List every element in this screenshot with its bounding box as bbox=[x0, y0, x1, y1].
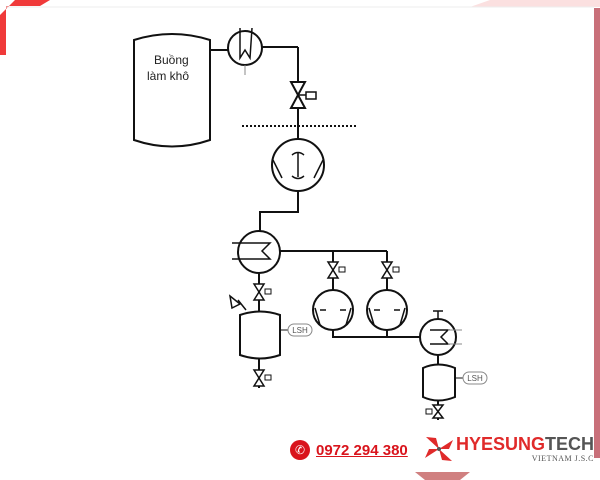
pinwheel-logo-icon bbox=[425, 437, 453, 461]
brand-name-part2: TECH bbox=[545, 434, 595, 454]
brand-name-part1: HYESUNG bbox=[456, 434, 546, 454]
phone-icon: ✆ bbox=[290, 440, 310, 460]
valve-branch-2 bbox=[380, 261, 394, 279]
condenser-2 bbox=[237, 230, 281, 274]
level-switch-1 bbox=[287, 323, 313, 337]
drying-chamber-tank bbox=[133, 33, 211, 148]
lsh-label-1: LSH bbox=[292, 326, 308, 335]
brand-subtitle: VIETNAM J.S.C bbox=[531, 454, 595, 463]
condenser-3 bbox=[419, 318, 457, 356]
chamber-label-line1: Buồng bbox=[154, 53, 189, 67]
corner-accent-top-right bbox=[470, 0, 600, 7]
chamber-label-line2: làm khô bbox=[147, 69, 189, 83]
receiver-tank-2 bbox=[422, 363, 456, 402]
drain-valve-2 bbox=[431, 404, 445, 419]
receiver-tank-1 bbox=[239, 310, 281, 360]
coil-symbol bbox=[239, 27, 253, 61]
brand-logo: HYESUNGTECH VIETNAM J.S.C bbox=[422, 434, 594, 464]
bottom-accent bbox=[415, 472, 470, 480]
lsh-label-2: LSH bbox=[467, 374, 483, 383]
phone-number-link[interactable]: 0972 294 380 bbox=[316, 441, 408, 459]
frame-right-edge bbox=[594, 8, 600, 458]
safety-valve bbox=[228, 294, 247, 311]
condenser-1 bbox=[227, 30, 263, 66]
frame-left-edge bbox=[0, 15, 6, 55]
level-switch-2 bbox=[462, 371, 488, 385]
valve-liquid bbox=[252, 283, 266, 301]
phone-contact[interactable]: ✆ 0972 294 380 bbox=[290, 440, 408, 460]
valve-branch-1 bbox=[326, 261, 340, 279]
drain-valve-1 bbox=[252, 369, 266, 387]
